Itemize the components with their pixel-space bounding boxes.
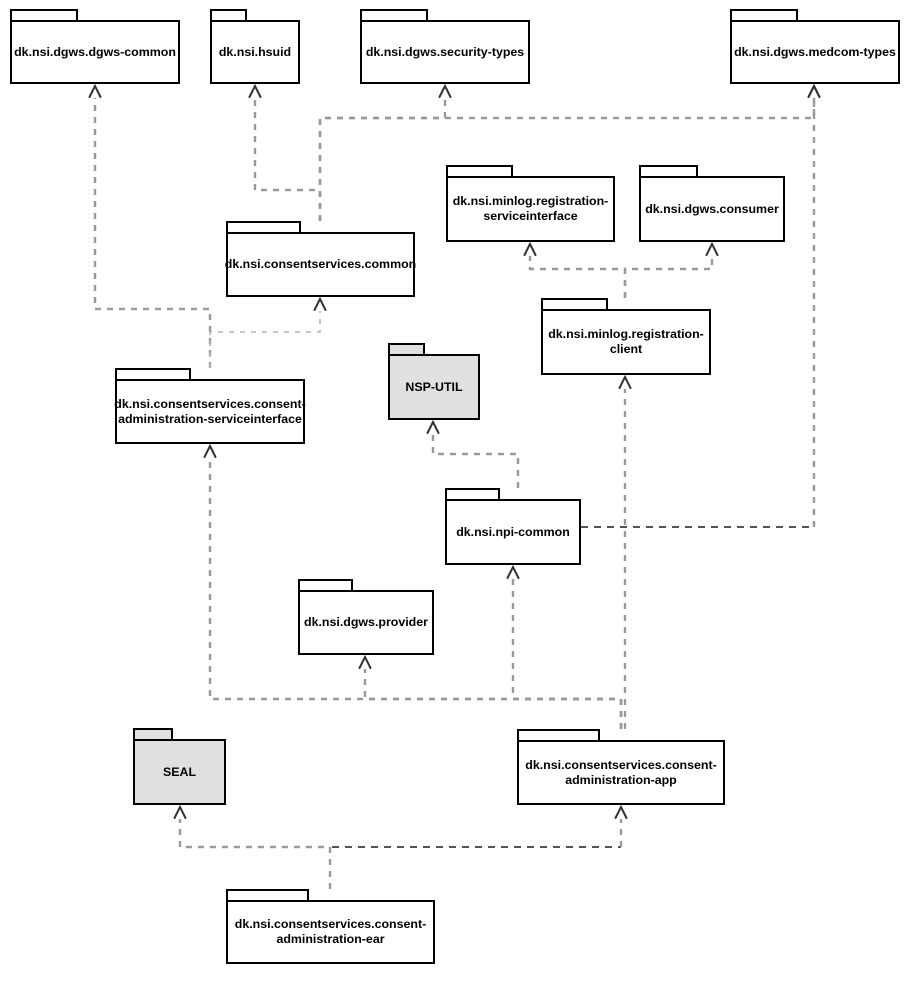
package-body-seal: SEAL <box>133 739 226 805</box>
package-consent-administration-ear: dk.nsi.consentservices.consent-administr… <box>226 889 435 964</box>
package-dgws-consumer: dk.nsi.dgws.consumer <box>639 165 785 242</box>
package-body-hsuid: dk.nsi.hsuid <box>210 20 300 84</box>
edge-consent-administration-ear-to-seal <box>178 819 332 889</box>
dependency-arrowhead-into-dgws-provider <box>358 654 372 669</box>
package-consentservices-common: dk.nsi.consentservices.common <box>224 221 417 297</box>
dependency-arrowhead-into-minlog-registration-client <box>618 374 632 389</box>
dependency-arrowhead-into-npi-common <box>506 564 520 579</box>
package-body-minlog-registration-serviceinterface: dk.nsi.minlog.registration-serviceinterf… <box>446 176 615 242</box>
package-body-consent-administration-ear: dk.nsi.consentservices.consent-administr… <box>226 900 435 964</box>
package-body-consent-administration-serviceinterface: dk.nsi.consentservices.consent-administr… <box>114 379 306 444</box>
dependency-arrowhead-into-dgws-medcom-types <box>807 83 821 98</box>
package-consent-administration-serviceinterface: dk.nsi.consentservices.consent-administr… <box>114 368 306 444</box>
dependency-arrowhead-into-consentservices-common <box>313 296 327 311</box>
edge-minlog-registration-client-to-minlog-registration-serviceinterface <box>528 256 627 298</box>
package-label-consentservices-common: dk.nsi.consentservices.common <box>224 257 417 271</box>
package-label-dgws-security-types: dk.nsi.dgws.security-types <box>365 44 525 59</box>
edge-consent-administration-app-to-consent-administration-serviceinterface <box>208 458 623 729</box>
package-label-dgws-provider: dk.nsi.dgws.provider <box>304 615 428 629</box>
edge-consent-administration-serviceinterface-to-consentservices-common <box>209 311 321 368</box>
package-consent-administration-app: dk.nsi.consentservices.consent-administr… <box>517 729 725 805</box>
package-dgws-dgws-common: dk.nsi.dgws.dgws-common <box>10 9 180 84</box>
package-label-dgws-medcom-types: dk.nsi.dgws.medcom-types <box>734 44 896 59</box>
package-label-minlog-registration-client: dk.nsi.minlog.registration-client <box>548 327 704 356</box>
dependency-arrowhead-into-dgws-consumer <box>705 241 719 256</box>
package-dgws-provider: dk.nsi.dgws.provider <box>298 579 434 655</box>
package-minlog-registration-client: dk.nsi.minlog.registration-client <box>541 298 711 375</box>
package-label-consent-administration-app: dk.nsi.consentservices.consent-administr… <box>525 757 717 787</box>
package-label-consent-administration-ear: dk.nsi.consentservices.consent-administr… <box>234 917 427 946</box>
package-hsuid: dk.nsi.hsuid <box>210 9 300 84</box>
package-npi-common: dk.nsi.npi-common <box>445 488 581 565</box>
edge-consentservices-common-to-dgws-security-types <box>318 98 447 221</box>
package-label-hsuid: dk.nsi.hsuid <box>218 44 292 59</box>
package-label-npi-common: dk.nsi.npi-common <box>456 524 570 539</box>
edge-npi-common-to-nsp-util <box>431 434 520 488</box>
package-label-dgws-consumer: dk.nsi.dgws.consumer <box>645 201 779 216</box>
package-label-dgws-dgws-common: dk.nsi.dgws.dgws-common <box>14 44 176 59</box>
package-body-minlog-registration-client: dk.nsi.minlog.registration-client <box>541 309 711 375</box>
package-nsp-util: NSP-UTIL <box>388 343 480 420</box>
edge-consentservices-common-to-hsuid <box>253 98 322 221</box>
package-label-seal: SEAL <box>162 764 197 779</box>
package-minlog-registration-serviceinterface: dk.nsi.minlog.registration-serviceinterf… <box>446 165 615 242</box>
package-body-dgws-consumer: dk.nsi.dgws.consumer <box>639 176 785 242</box>
edge-consent-administration-serviceinterface-to-dgws-dgws-common <box>93 98 212 368</box>
edge-minlog-registration-client-to-dgws-consumer <box>623 256 714 298</box>
dependency-arrowhead-into-nsp-util <box>426 419 440 434</box>
dependency-arrowhead-into-consent-administration-serviceinterface <box>203 443 217 458</box>
package-body-nsp-util: NSP-UTIL <box>388 354 480 420</box>
package-label-consent-administration-serviceinterface: dk.nsi.consentservices.consent-administr… <box>114 396 306 426</box>
dependency-arrowhead-into-hsuid <box>248 83 262 98</box>
package-body-dgws-dgws-common: dk.nsi.dgws.dgws-common <box>10 20 180 84</box>
package-dgws-security-types: dk.nsi.dgws.security-types <box>360 9 530 84</box>
dependency-arrowhead-into-consent-administration-app <box>614 804 628 819</box>
dependency-arrowhead-into-seal <box>173 804 187 819</box>
package-body-consent-administration-app: dk.nsi.consentservices.consent-administr… <box>517 740 725 805</box>
dependency-arrowhead-into-dgws-dgws-common <box>88 83 102 98</box>
package-label-minlog-registration-serviceinterface: dk.nsi.minlog.registration-serviceinterf… <box>452 194 609 223</box>
package-dgws-medcom-types: dk.nsi.dgws.medcom-types <box>730 9 900 84</box>
package-label-nsp-util: NSP-UTIL <box>405 379 463 394</box>
package-body-npi-common: dk.nsi.npi-common <box>445 499 581 565</box>
package-body-dgws-provider: dk.nsi.dgws.provider <box>298 590 434 655</box>
package-seal: SEAL <box>133 728 226 805</box>
package-body-consentservices-common: dk.nsi.consentservices.common <box>224 232 417 297</box>
edge-consentservices-common-to-dgws-medcom-types <box>318 98 816 221</box>
edge-consent-administration-app-to-npi-common <box>511 579 623 729</box>
dependency-arrowhead-into-dgws-security-types <box>438 83 452 98</box>
dependency-arrowhead-into-minlog-registration-serviceinterface <box>523 241 537 256</box>
package-body-dgws-medcom-types: dk.nsi.dgws.medcom-types <box>730 20 900 84</box>
package-body-dgws-security-types: dk.nsi.dgws.security-types <box>360 20 530 84</box>
